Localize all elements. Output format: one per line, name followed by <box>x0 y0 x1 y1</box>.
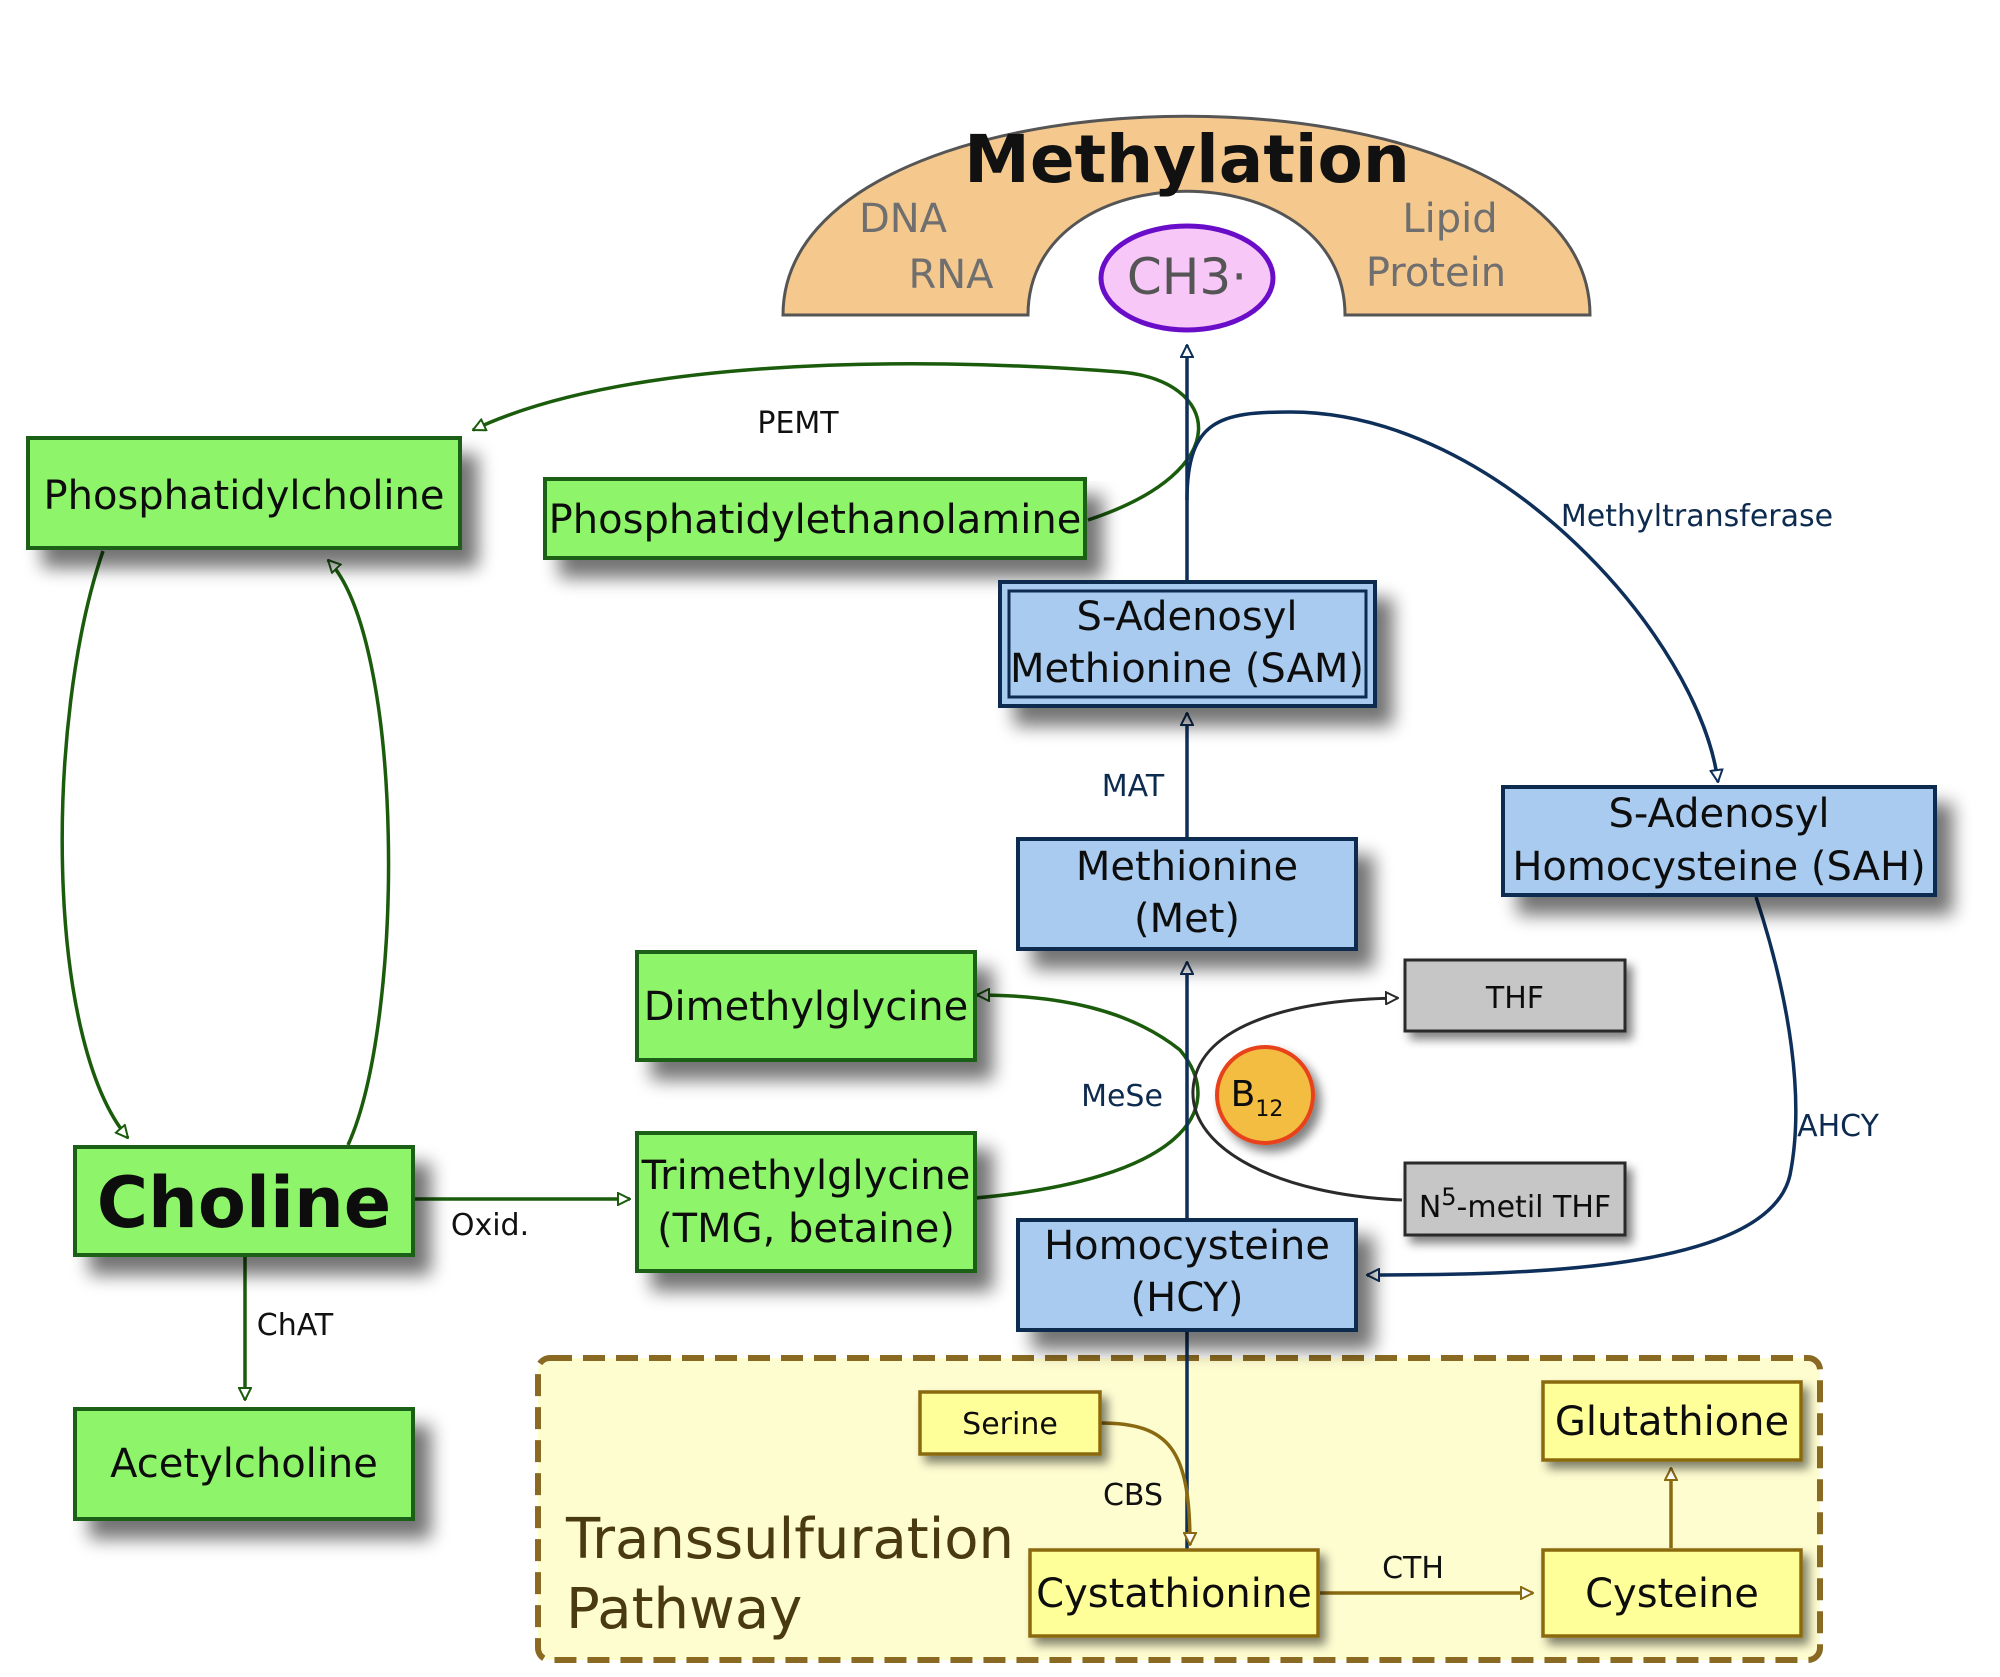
b12-label: B12 <box>1231 1074 1284 1122</box>
transsulfuration-title-line1: Transsulfuration <box>565 1507 1014 1572</box>
arrow-methyltransferase <box>1185 410 1718 782</box>
node-homocysteine: Homocysteine (HCY) <box>1016 1218 1358 1332</box>
blue-connectors <box>1185 345 1798 1550</box>
b12-cofactor: B12 <box>1215 1045 1315 1145</box>
node-dimethylglycine: Dimethylglycine <box>635 950 977 1062</box>
transsulfuration-panel-frame <box>535 1355 1823 1663</box>
node-sah-label-line2: Homocysteine (SAH) <box>1512 844 1925 890</box>
enzyme-label-mese: MeSe <box>1081 1079 1163 1114</box>
enzyme-label-oxid: Oxid. <box>451 1208 529 1243</box>
enzyme-label-mat: MAT <box>1102 769 1165 804</box>
node-thf: THF <box>1403 958 1627 1033</box>
node-cystathionine-label: Cystathionine <box>1036 1571 1312 1617</box>
ch3-methyl-group-label: CH3· <box>1127 248 1247 306</box>
methylation-target-protein: Protein <box>1366 250 1506 296</box>
node-sam: S-Adenosyl Methionine (SAM) <box>998 580 1377 708</box>
enzyme-label-methyltransferase: Methyltransferase <box>1561 499 1833 534</box>
node-choline: Choline <box>73 1145 415 1257</box>
arrow-choline-to-phosphatidylcholine <box>328 560 391 1146</box>
node-sah: S-Adenosyl Homocysteine (SAH) <box>1501 785 1937 897</box>
node-serine: Serine <box>918 1390 1102 1456</box>
arrow-serine-to-cystathionine-cbs <box>1099 1421 1190 1545</box>
node-phosphatidylethanolamine: Phosphatidylethanolamine <box>543 477 1087 560</box>
ch3-methyl-group-ellipse <box>1098 223 1276 333</box>
node-trimethylglycine: Trimethylglycine (TMG, betaine) <box>635 1131 977 1273</box>
enzyme-labels: PEMT Methyltransferase MAT MeSe AHCY Oxi… <box>257 406 1880 1586</box>
node-phosphatidylcholine: Phosphatidylcholine <box>26 436 462 550</box>
node-serine-label: Serine <box>962 1407 1058 1442</box>
node-trimethylglycine-label-line2: (TMG, betaine) <box>657 1206 955 1252</box>
arrow-tmg-to-dimethylglycine <box>974 995 1200 1200</box>
methylation-arch-shape <box>781 114 1592 317</box>
enzyme-label-ahcy: AHCY <box>1797 1109 1880 1144</box>
enzyme-label-cbs: CBS <box>1103 1478 1163 1513</box>
enzyme-label-chat: ChAT <box>257 1308 334 1343</box>
node-methionine-label-line1: Methionine <box>1076 844 1298 890</box>
methylation-target-dna: DNA <box>859 196 948 242</box>
node-thf-label: THF <box>1485 981 1544 1016</box>
n5-superscript: 5 <box>1441 1183 1456 1211</box>
enzyme-label-cth: CTH <box>1382 1551 1444 1586</box>
b12-subscript: 12 <box>1255 1097 1283 1122</box>
arrow-n5-to-thf <box>1191 998 1403 1202</box>
methylation-target-lipid: Lipid <box>1402 196 1497 242</box>
yellow-connectors <box>1099 1421 1671 1593</box>
node-glutathione: Glutathione <box>1541 1380 1803 1462</box>
node-homocysteine-label-line2: (HCY) <box>1131 1275 1244 1321</box>
node-methionine-label-line2: (Met) <box>1134 896 1240 942</box>
n5-prefix: N <box>1419 1190 1441 1225</box>
transsulfuration-panel: Transsulfuration Pathway <box>535 1355 1823 1663</box>
node-phosphatidylcholine-label: Phosphatidylcholine <box>43 473 444 519</box>
enzyme-label-pemt: PEMT <box>757 406 839 441</box>
arrow-sah-to-hcy-ahcy <box>1367 896 1798 1275</box>
node-methionine: Methionine (Met) <box>1016 837 1358 951</box>
methylation-arch: Methylation DNA RNA Lipid Protein CH3· <box>781 114 1592 333</box>
node-sam-label-line2: Methionine (SAM) <box>1010 646 1364 692</box>
node-glutathione-label: Glutathione <box>1555 1399 1789 1445</box>
transsulfuration-title-line2: Pathway <box>566 1577 802 1642</box>
folate-cycle-connectors <box>1191 998 1403 1202</box>
node-choline-label: Choline <box>97 1162 392 1244</box>
n5-rest: -metil THF <box>1457 1190 1612 1225</box>
node-cystathionine: Cystathionine <box>1028 1548 1320 1638</box>
node-homocysteine-label-line1: Homocysteine <box>1044 1223 1330 1269</box>
node-acetylcholine-label: Acetylcholine <box>110 1441 378 1487</box>
node-sam-label-line1: S-Adenosyl <box>1076 594 1297 640</box>
node-phosphatidylethanolamine-label: Phosphatidylethanolamine <box>549 497 1082 543</box>
node-trimethylglycine-label-line1: Trimethylglycine <box>641 1153 971 1199</box>
methylation-title: Methylation <box>964 121 1410 198</box>
b12-circle <box>1215 1045 1315 1145</box>
node-acetylcholine: Acetylcholine <box>73 1407 415 1521</box>
node-n5-methyl-thf-label: N5-metil THF <box>1419 1183 1611 1225</box>
node-dimethylglycine-label: Dimethylglycine <box>644 984 969 1030</box>
node-cysteine-label: Cysteine <box>1585 1571 1759 1617</box>
node-cysteine: Cysteine <box>1541 1548 1803 1638</box>
node-sah-label-line1: S-Adenosyl <box>1608 791 1829 837</box>
arrow-phosphatidylcholine-to-choline <box>60 550 128 1138</box>
b12-base: B <box>1231 1074 1256 1115</box>
node-n5-methyl-thf: N5-metil THF <box>1403 1161 1627 1237</box>
methylation-target-rna: RNA <box>908 252 994 298</box>
